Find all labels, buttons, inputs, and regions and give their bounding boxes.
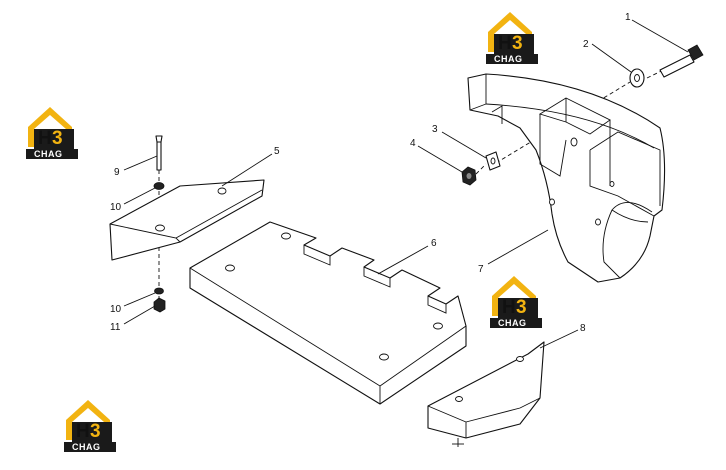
callout-1: 1 xyxy=(625,12,631,23)
callout-labels: 1 2 3 4 5 6 7 8 9 10 10 11 xyxy=(110,12,631,334)
svg-text:3: 3 xyxy=(90,421,101,442)
svg-text:CHAG: CHAG xyxy=(494,54,523,64)
callout-10-top: 10 xyxy=(110,202,122,213)
part-11-nut xyxy=(153,297,166,313)
svg-text:3: 3 xyxy=(512,33,523,54)
watermark-logo-center-right: H 3 CHAG xyxy=(490,276,542,328)
part-4-nut xyxy=(461,163,487,186)
svg-text:H: H xyxy=(38,128,52,149)
callout-11: 11 xyxy=(110,322,121,333)
part-10-washer-bottom xyxy=(154,287,164,295)
watermark-logo-bottom-left: H 3 CHAG xyxy=(64,400,116,452)
callout-4: 4 xyxy=(410,138,416,149)
part-3-clip xyxy=(485,151,501,171)
svg-text:CHAG: CHAG xyxy=(72,442,101,452)
leader-lines xyxy=(123,19,689,349)
svg-text:CHAG: CHAG xyxy=(498,318,527,328)
callout-8: 8 xyxy=(580,323,586,334)
callout-3: 3 xyxy=(432,124,438,135)
callout-6: 6 xyxy=(431,238,437,249)
callout-7: 7 xyxy=(478,264,484,275)
part-5-wedge-block xyxy=(109,179,265,261)
part-10-washer-top xyxy=(153,182,165,190)
part-8-wedge-block xyxy=(427,341,545,447)
part-6-base-plate xyxy=(189,221,467,405)
part-1-bolt xyxy=(646,44,704,79)
watermark-logo-left: H 3 CHAG xyxy=(26,107,78,159)
callout-9: 9 xyxy=(114,167,120,178)
watermark-logo-top-center: H 3 CHAG xyxy=(486,12,538,64)
svg-text:H: H xyxy=(498,33,512,54)
svg-text:CHAG: CHAG xyxy=(34,149,63,159)
svg-text:H: H xyxy=(502,297,516,318)
part-7-mount-bracket xyxy=(467,73,666,283)
svg-text:H: H xyxy=(76,421,90,442)
callout-5: 5 xyxy=(274,146,280,157)
svg-text:3: 3 xyxy=(52,128,63,149)
callout-2: 2 xyxy=(583,39,589,50)
callout-10-bottom: 10 xyxy=(110,304,122,315)
svg-text:3: 3 xyxy=(516,297,527,318)
